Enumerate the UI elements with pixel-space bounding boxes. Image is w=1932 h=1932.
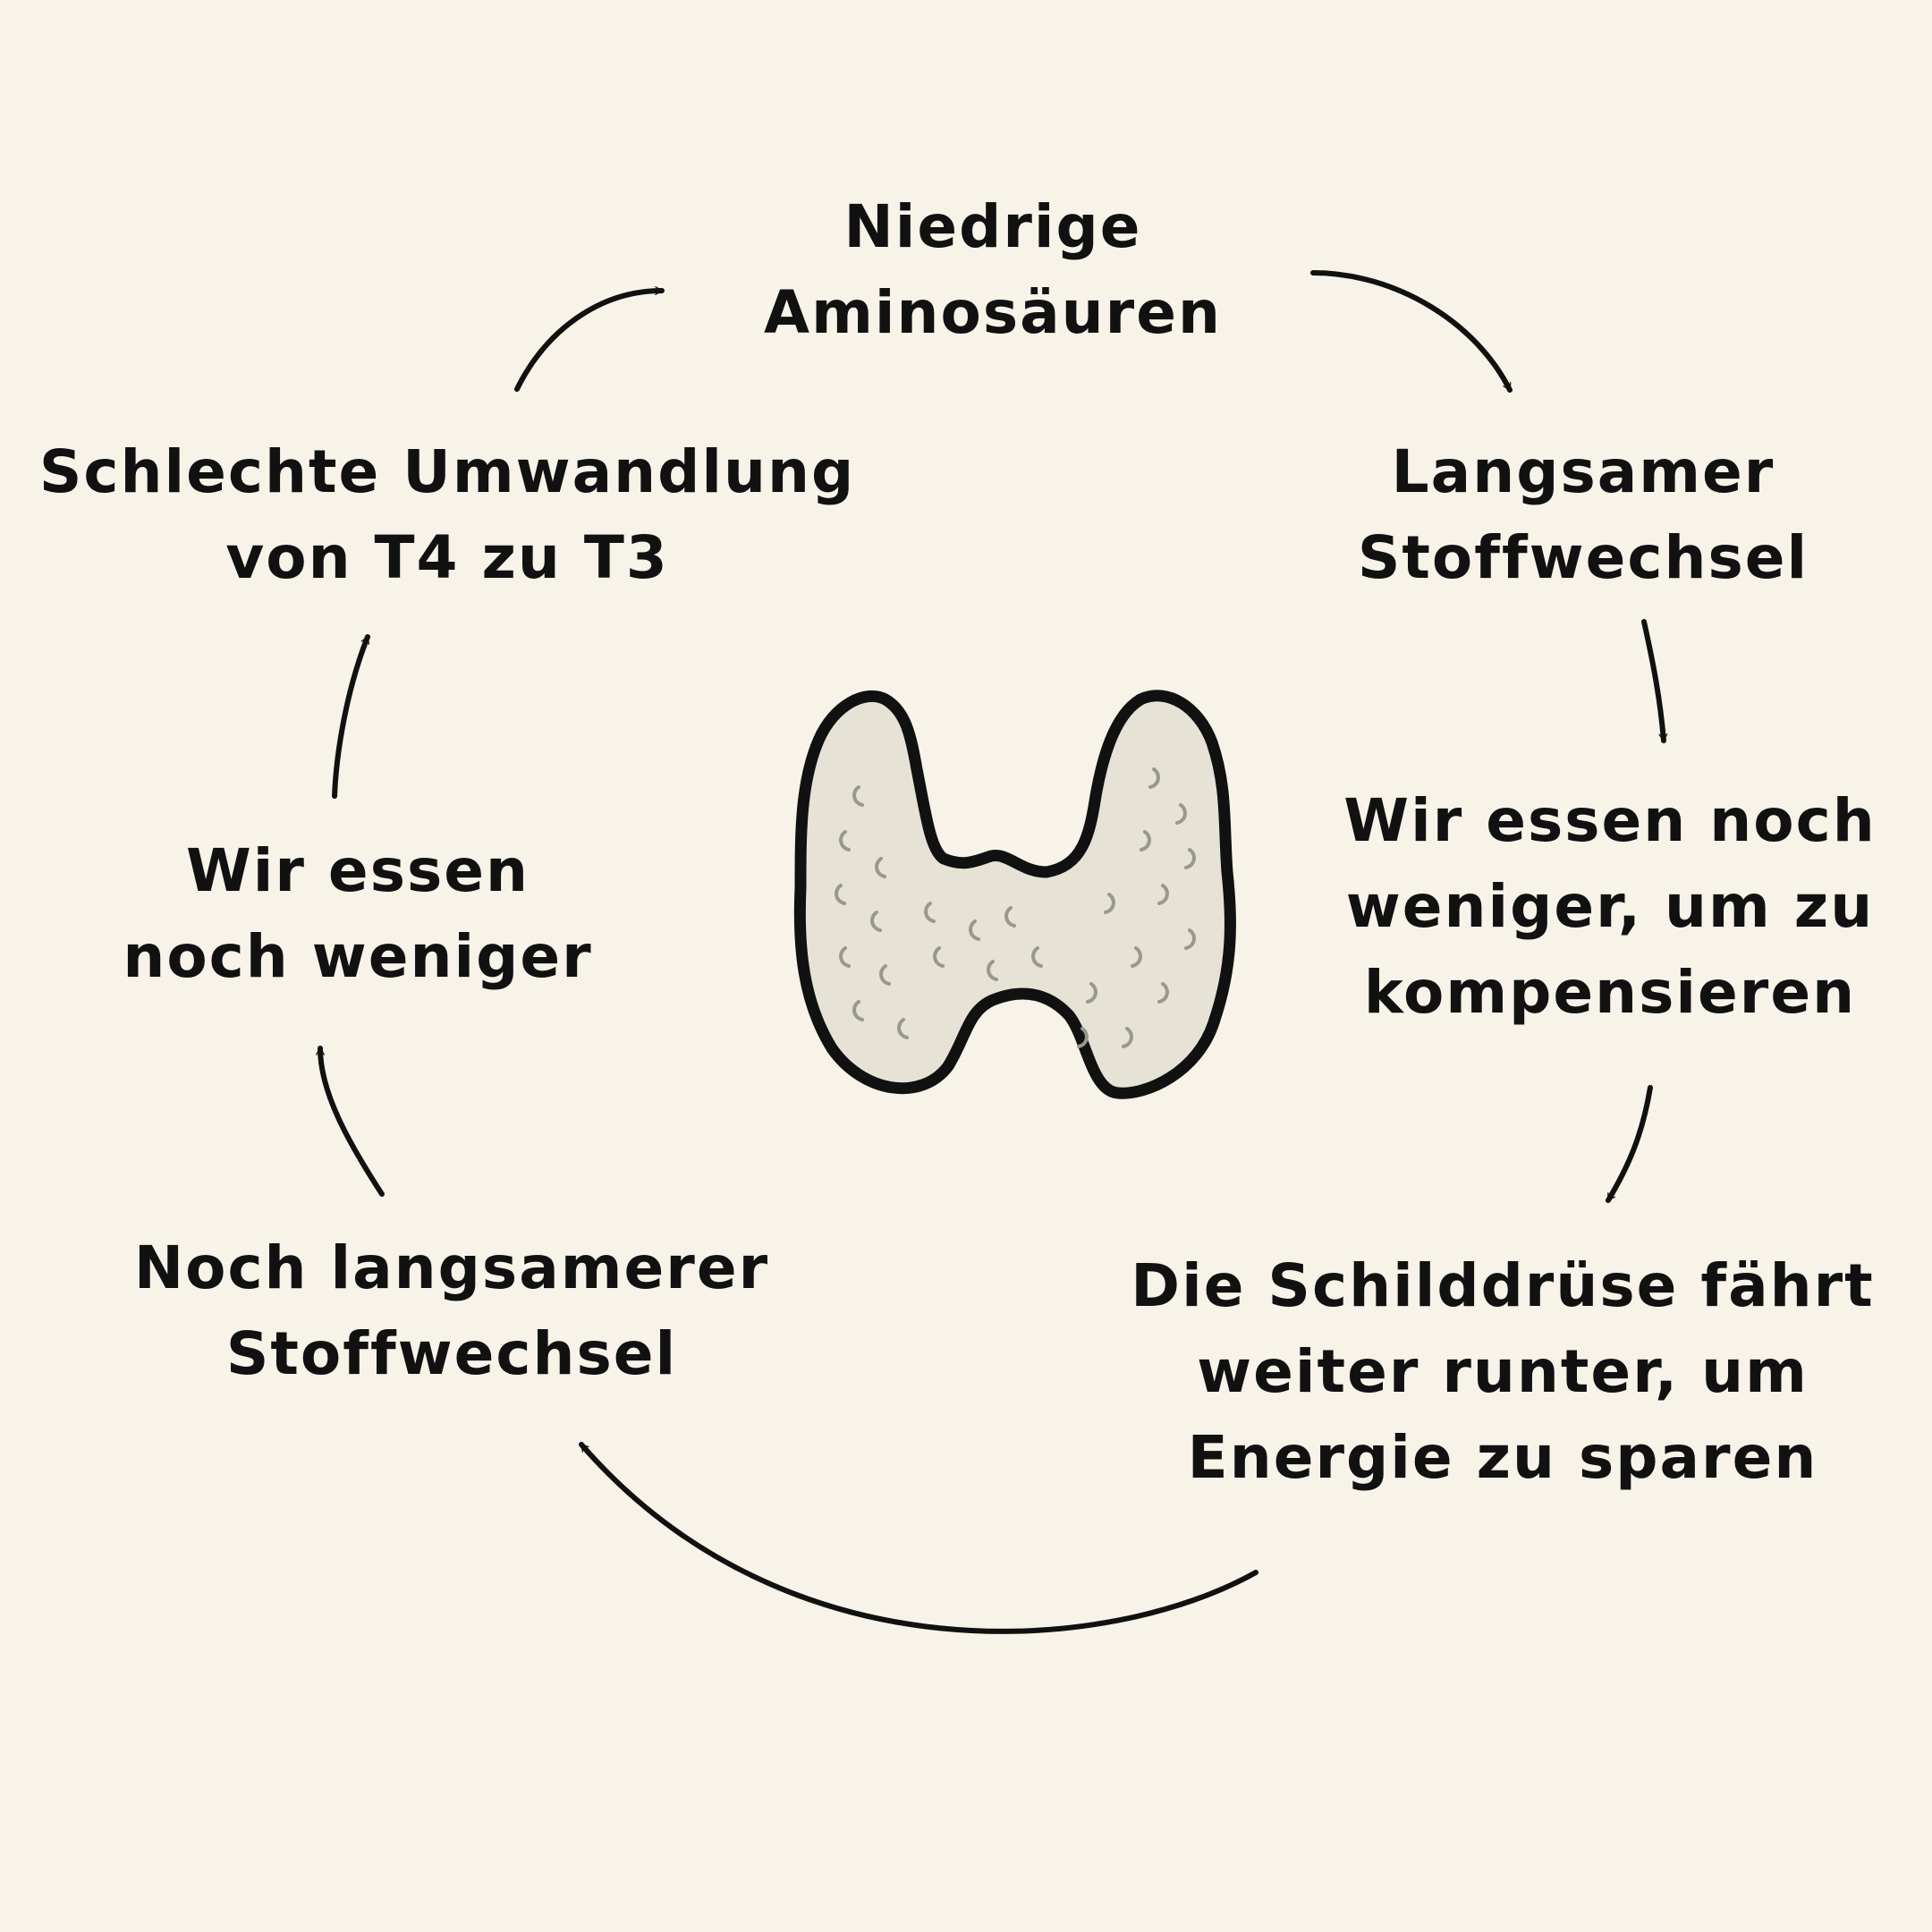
arrow-langsamerer-to-essen	[315, 1046, 385, 1197]
node-niedrige-aminosaeuren: Niedrige Aminosäuren	[680, 184, 1306, 356]
node-line: Stoffwechsel	[225, 1319, 678, 1388]
node-line: noch weniger	[123, 922, 593, 991]
thyroid-gland-icon	[793, 690, 1236, 1099]
arrow-aminosaeuren-to-stoffwechsel	[1310, 270, 1513, 393]
arrow-umwandlung-to-aminosaeuren	[514, 285, 665, 392]
node-wir-essen-kompensieren: Wir essen noch weniger, um zu kompensier…	[1315, 778, 1905, 1036]
node-line: Schlechte Umwandlung	[38, 437, 856, 506]
node-line: Wir essen	[185, 836, 530, 905]
node-line: von T4 zu T3	[225, 523, 669, 592]
node-wir-essen-noch-weniger: Wir essen noch weniger	[80, 828, 635, 1000]
node-line: Stoffwechsel	[1357, 523, 1809, 592]
arrow-schilddruese-to-langsamerer	[579, 1442, 1258, 1634]
arrow-essen-to-umwandlung	[332, 634, 370, 799]
node-langsamer-stoffwechsel: Langsamer Stoffwechsel	[1288, 429, 1878, 601]
node-schilddruese-energie-sparen: Die Schilddrüse fährt weiter runter, um …	[1100, 1243, 1905, 1501]
thyroid-texture	[835, 767, 1196, 1048]
arrow-essen-to-schilddruese	[1606, 1085, 1653, 1203]
node-line: Langsamer	[1391, 437, 1775, 506]
node-line: Wir essen noch	[1343, 786, 1877, 855]
node-noch-langsamerer-stoffwechsel: Noch langsamerer Stoffwechsel	[36, 1225, 868, 1397]
node-line: kompensieren	[1363, 958, 1857, 1027]
node-line: Aminosäuren	[764, 278, 1222, 347]
node-line: Die Schilddrüse fährt	[1131, 1251, 1875, 1320]
arrow-stoffwechsel-to-essen	[1641, 619, 1668, 743]
node-line: Energie zu sparen	[1187, 1423, 1818, 1492]
node-line: Noch langsamerer	[133, 1233, 770, 1302]
node-line: weniger, um zu	[1345, 872, 1875, 941]
node-line: Niedrige	[843, 192, 1142, 261]
node-schlechte-umwandlung: Schlechte Umwandlung von T4 zu T3	[36, 429, 859, 601]
node-line: weiter runter, um	[1197, 1337, 1809, 1406]
